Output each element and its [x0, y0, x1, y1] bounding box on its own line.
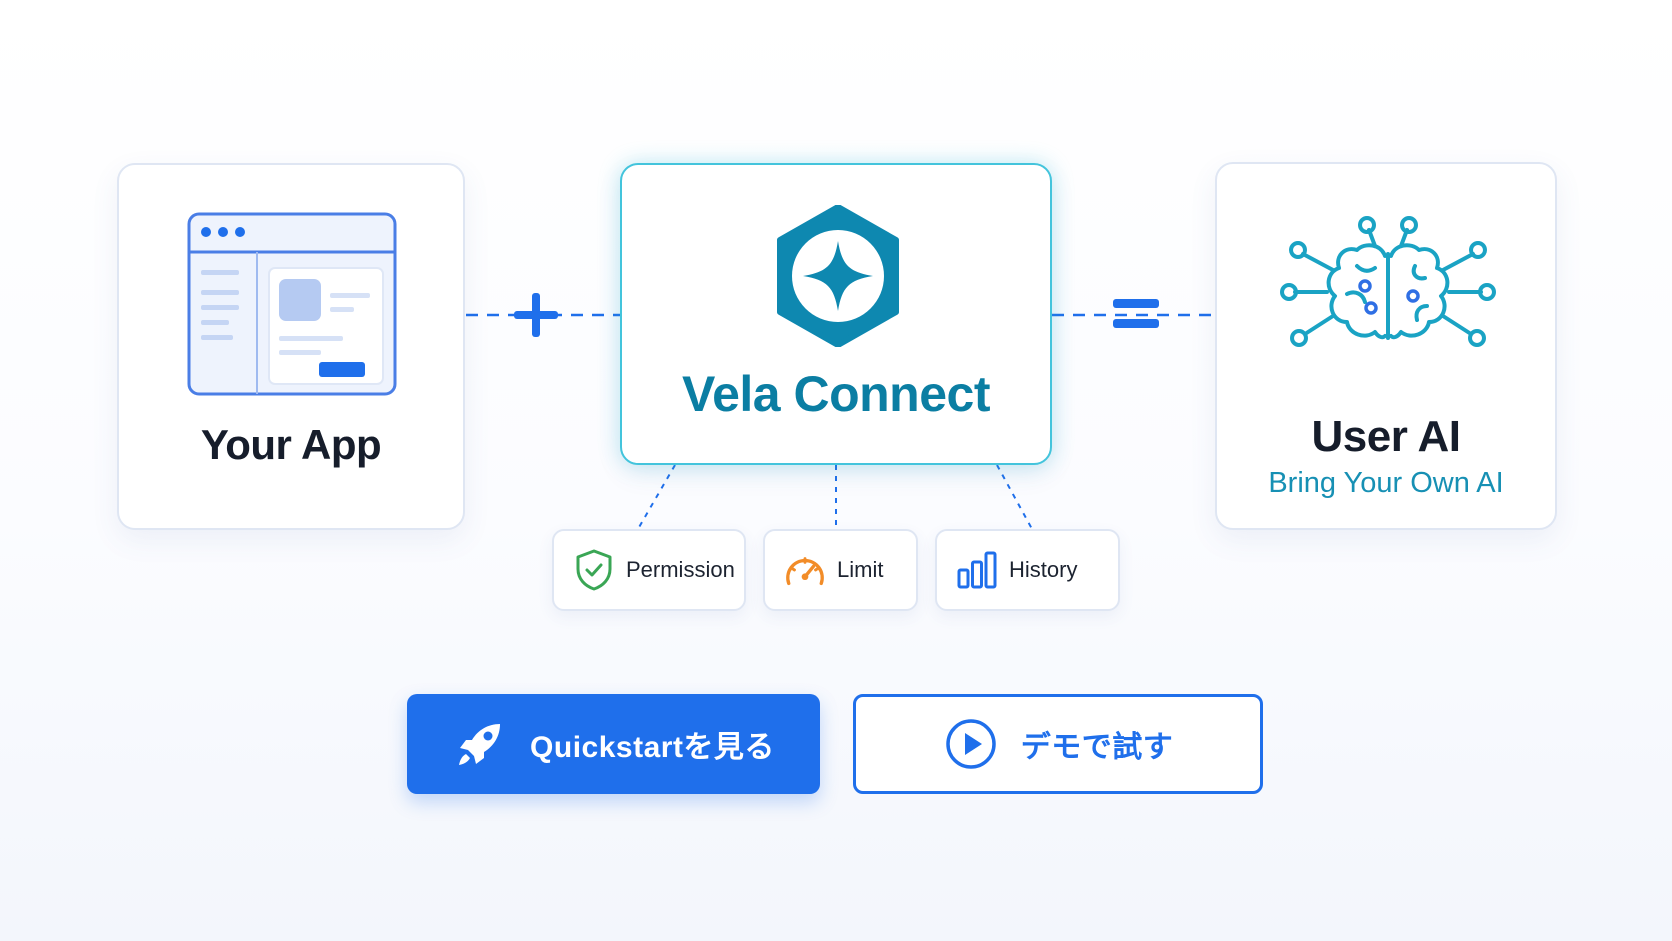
vela-connect-title: Vela Connect — [682, 366, 991, 422]
vela-logo-icon — [777, 205, 899, 347]
feature-limit: Limit — [763, 529, 918, 611]
feature-limit-label: Limit — [837, 557, 884, 582]
speedometer-icon — [783, 548, 827, 592]
feature-history-label: History — [1009, 557, 1078, 582]
connector-vela-permission — [637, 464, 676, 530]
shield-check-icon — [572, 548, 616, 592]
feature-permission-label: Permission — [626, 557, 735, 582]
user-ai-title: User AI — [1311, 412, 1461, 461]
demo-label: デモで試す — [1020, 731, 1174, 764]
user-ai-card: User AI Bring Your Own AI — [1215, 162, 1557, 530]
user-ai-subtitle: Bring Your Own AI — [1268, 467, 1504, 499]
feature-permission: Permission — [552, 529, 746, 611]
bar-chart-icon — [955, 548, 999, 592]
play-icon — [943, 716, 999, 772]
rocket-icon — [452, 716, 508, 772]
your-app-title: Your App — [200, 421, 382, 468]
brain-network-icon — [1280, 216, 1496, 347]
connector-vela-history — [996, 464, 1033, 530]
feature-history: History — [935, 529, 1120, 611]
your-app-card: Your App — [117, 163, 465, 530]
equals-icon — [1113, 299, 1159, 328]
vela-connect-card: Vela Connect — [620, 163, 1052, 465]
app-window-icon — [187, 212, 397, 396]
plus-icon — [514, 293, 558, 337]
quickstart-label: Quickstartを見る — [530, 731, 775, 764]
demo-button[interactable]: デモで試す — [853, 694, 1263, 794]
quickstart-button[interactable]: Quickstartを見る — [407, 694, 820, 794]
